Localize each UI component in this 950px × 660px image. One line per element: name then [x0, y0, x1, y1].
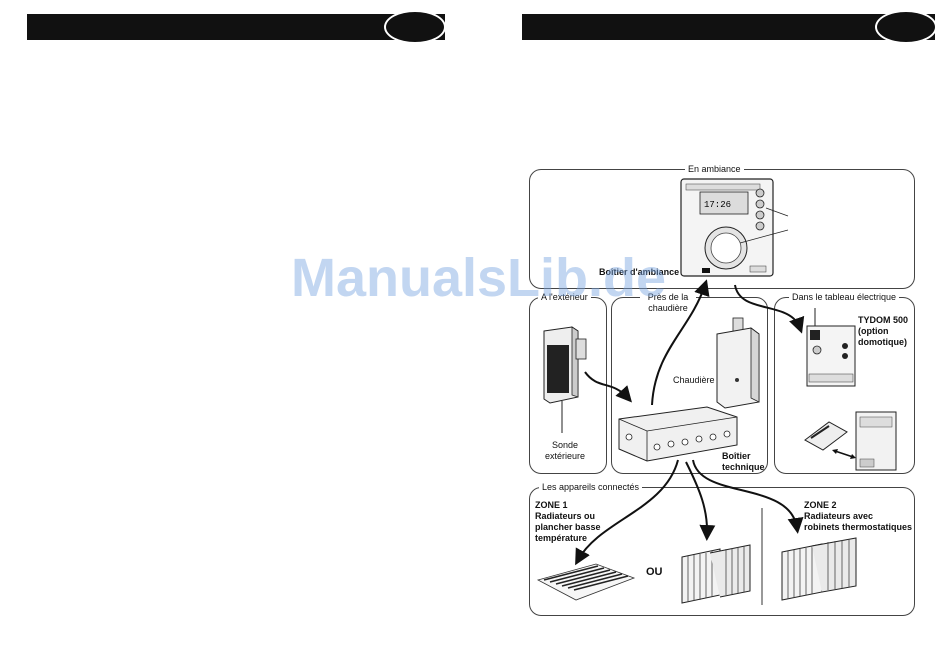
thermostat-label: Boîtier d'ambiance [599, 267, 680, 277]
chaudiere-label: Chaudière [673, 375, 715, 385]
zone2-label: ZONE 2 Radiateurs avec robinets thermost… [804, 500, 912, 533]
ou-label: OU [646, 566, 663, 578]
arrow-boitier-to-radiateur2 [692, 459, 804, 534]
right-page-header-bar [522, 10, 937, 44]
sonde-label-line-1: Sonde [551, 440, 579, 450]
panel-appareils-connectes: Les appareils connectés [529, 480, 915, 616]
panel-tableau-electrique: Dans le tableau électrique [774, 290, 915, 474]
transmetteur-illustration [855, 411, 897, 471]
thermostat-illustration: 17:26 [680, 178, 789, 277]
sonde-exterieure-illustration [543, 326, 587, 433]
right-page-number-pill [875, 10, 937, 44]
zone2-line-3: robinets thermostatiques [804, 522, 913, 532]
arrow-boitier-to-radiateur1 [685, 461, 716, 541]
panel-title-appareils: Les appareils connectés [539, 480, 643, 494]
plancher-chauffant-illustration [536, 563, 636, 601]
panel-title-en-ambiance: En ambiance [685, 162, 744, 176]
tydom-label-line-2: (option [858, 326, 889, 336]
panel-en-ambiance: En ambiance [529, 162, 915, 289]
chaudiere-illustration [716, 317, 760, 409]
zone1-line-3: plancher basse [535, 522, 601, 532]
zone1-line-4: température [535, 533, 588, 543]
boitier-label-line-2: technique [722, 462, 765, 472]
left-page-header-bar [27, 10, 446, 44]
thermostat-display-time: 17:26 [704, 200, 731, 210]
arrow-boitier-to-thermostat [651, 279, 710, 406]
boitier-label-line-1: Boîtier [722, 451, 751, 461]
panel-exterieur: A l'extérieur [529, 290, 607, 474]
arrow-thermostat-to-tydom [734, 284, 805, 334]
double-arrow-icon [832, 449, 856, 459]
tydom-label: TYDOM 500 (option domotique) [858, 315, 908, 348]
zone1-line-1: ZONE 1 [535, 500, 568, 510]
panel-title-exterieur: A l'extérieur [538, 290, 591, 304]
panel-title-chaudiere: Près de la chaudière [640, 292, 696, 314]
boitier-technique-label: Boîtier technique [722, 451, 765, 473]
tydom-module-illustration [806, 308, 856, 387]
boitier-technique-illustration [618, 406, 738, 462]
panel-title-tableau: Dans le tableau électrique [789, 290, 900, 304]
sonde-label-line-2: extérieure [544, 451, 586, 461]
radiateur-zone2-illustration [781, 537, 857, 601]
arrow-sonde-to-boitier [584, 371, 632, 403]
sonde-label: Sonde extérieure [537, 440, 593, 462]
tydom-label-line-1: TYDOM 500 [858, 315, 909, 325]
tydom-label-line-3: domotique) [858, 337, 907, 347]
telephone-illustration [804, 421, 848, 451]
chaudiere-title-line-1: Près de la [647, 292, 689, 302]
watermark: ManualsLib.de [291, 248, 667, 308]
left-page-number-pill [384, 10, 446, 44]
arrow-boitier-to-plancher [575, 459, 679, 566]
zone2-line-2: Radiateurs avec [804, 511, 874, 521]
chaudiere-title-line-2: chaudière [648, 303, 688, 313]
zone1-line-2: Radiateurs ou [535, 511, 596, 521]
zone2-line-1: ZONE 2 [804, 500, 837, 510]
zone1-label: ZONE 1 Radiateurs ou plancher basse temp… [535, 500, 601, 544]
radiateur-zone1-illustration [681, 544, 751, 604]
